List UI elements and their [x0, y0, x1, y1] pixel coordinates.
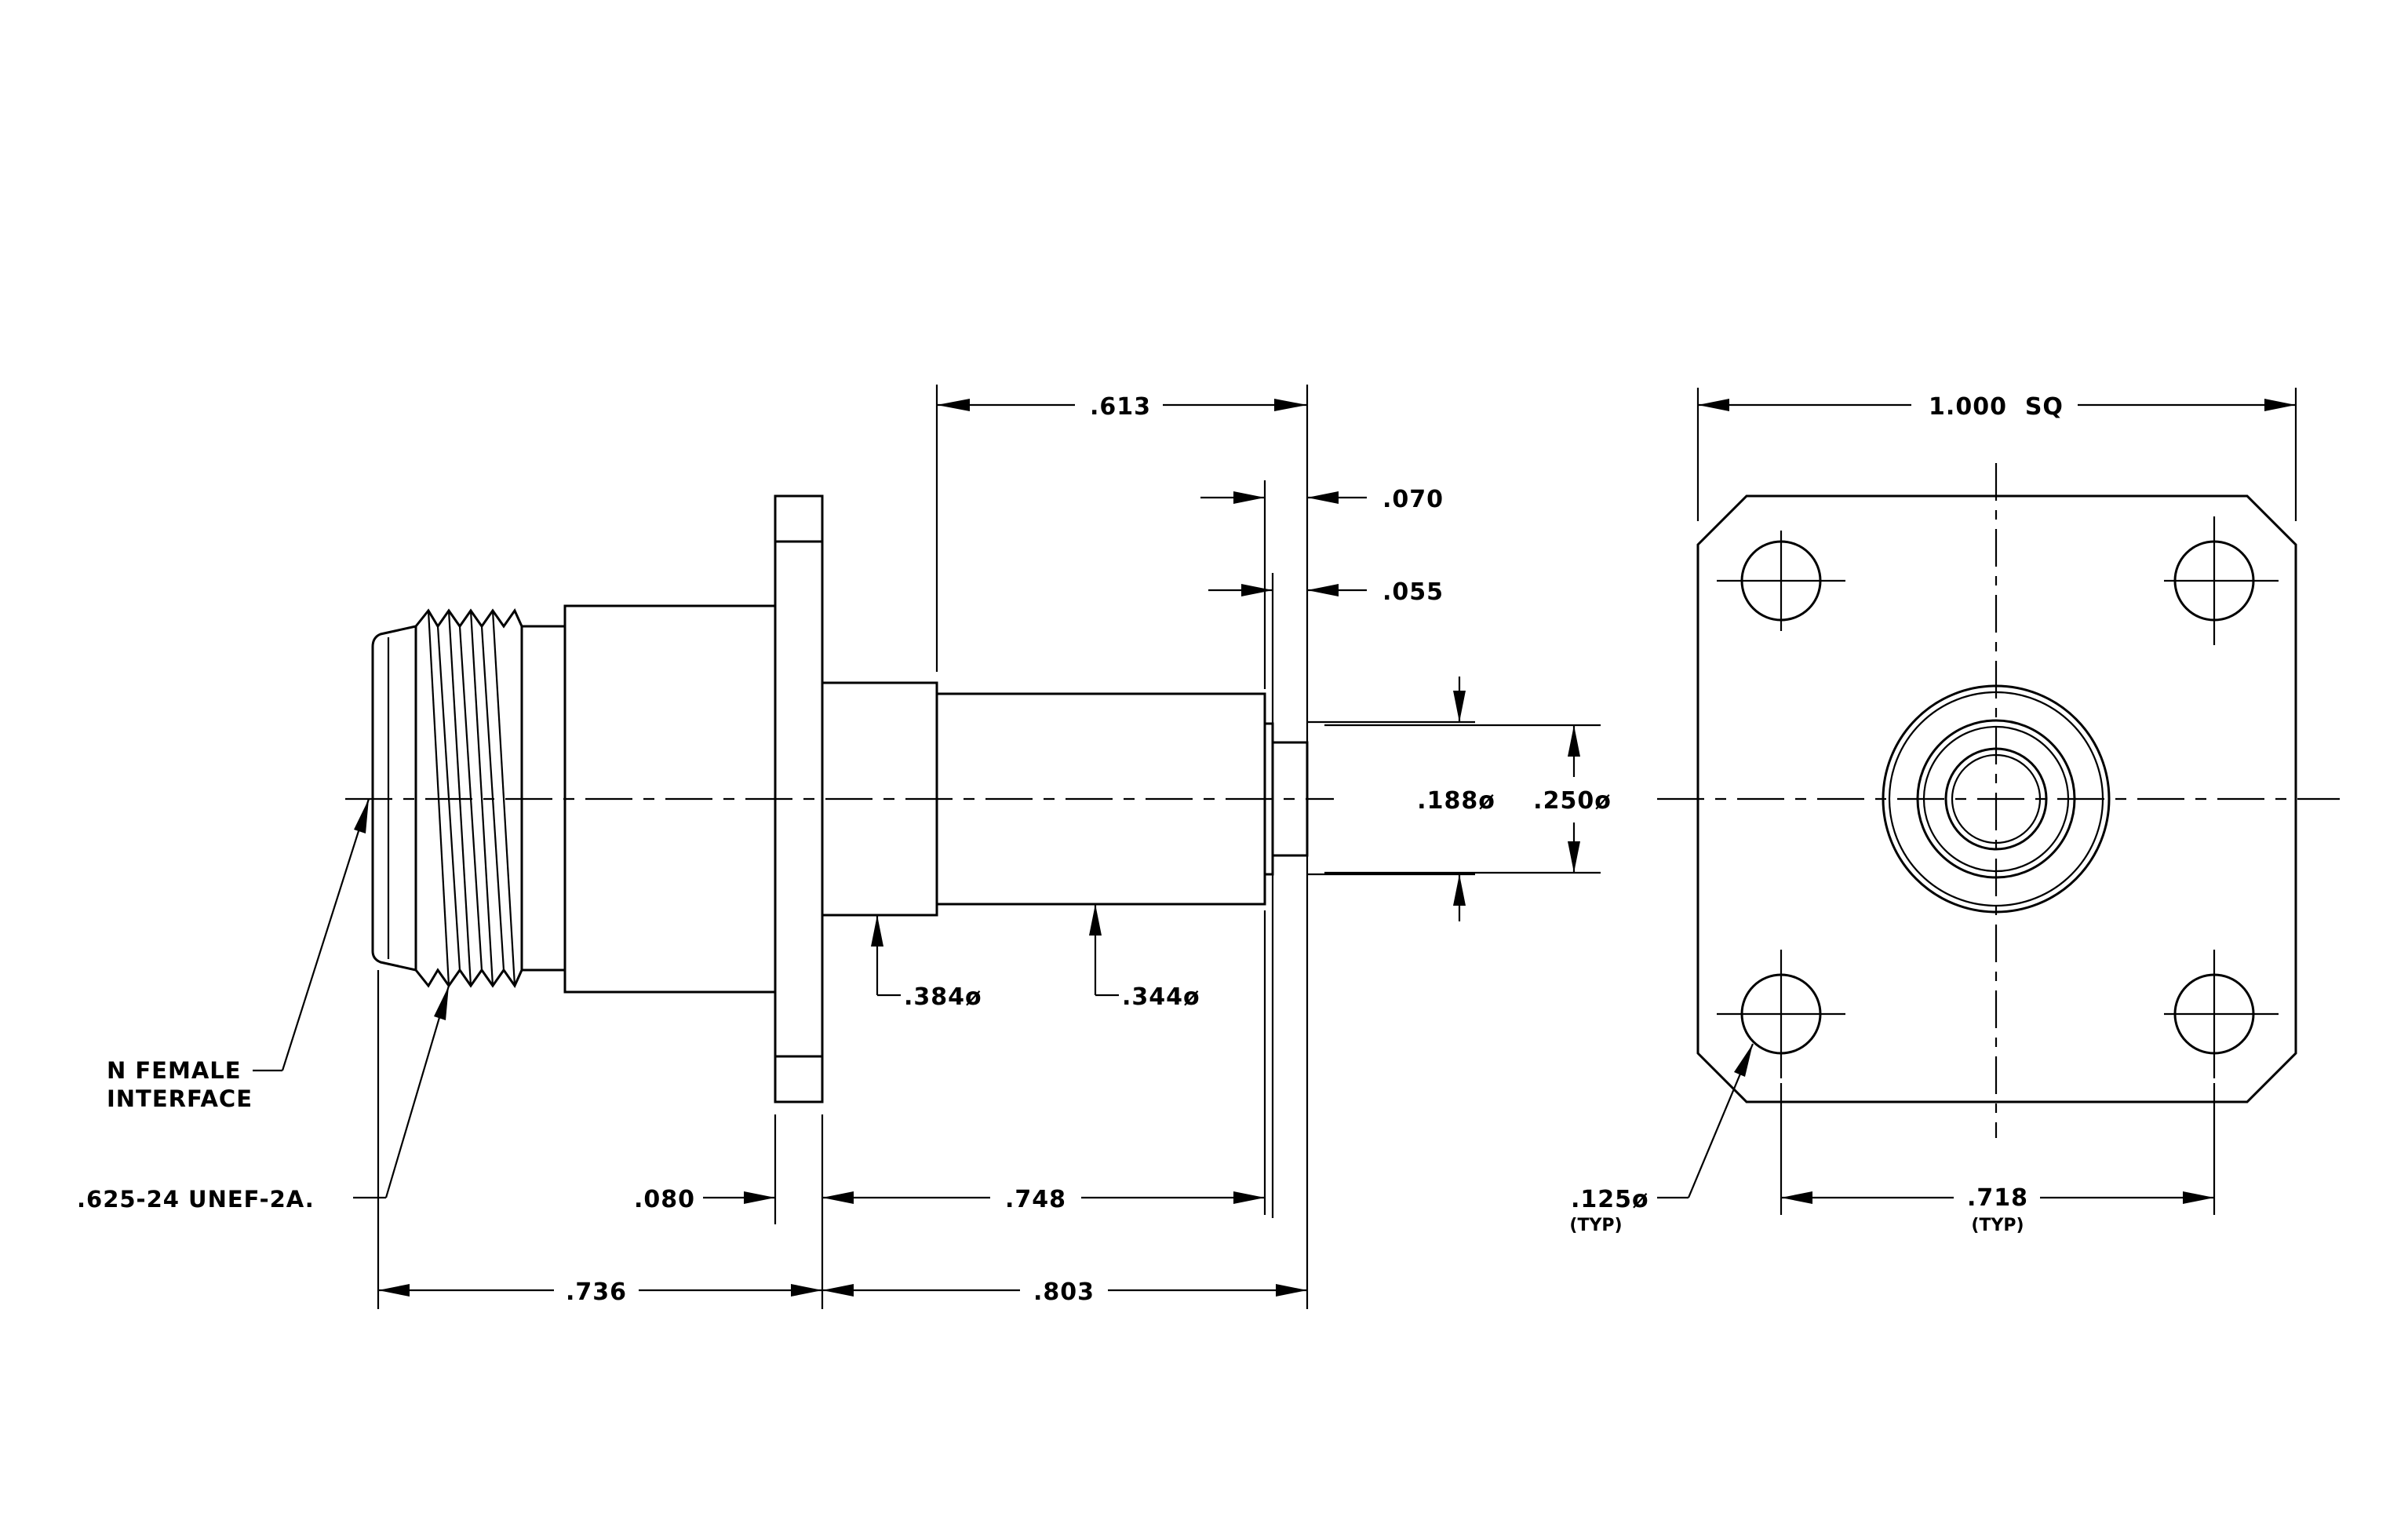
dim-080: .080 — [634, 1186, 695, 1213]
dielectric-ring — [1916, 719, 2076, 879]
note-interface-line2: INTERFACE — [107, 1085, 253, 1112]
contact-ring — [1944, 747, 2048, 851]
mounting-hole-tl — [1717, 531, 1845, 631]
dim-384: .384ø — [904, 983, 982, 1011]
dim-188: .188ø — [1417, 787, 1495, 815]
dim-613: .613 — [1090, 393, 1151, 421]
typ-718: (TYP) — [1971, 1216, 2024, 1235]
mounting-hole-tr — [2164, 516, 2279, 645]
note-interface-line1: N FEMALE — [107, 1057, 242, 1084]
dim-250: .250ø — [1533, 787, 1612, 815]
mounting-hole-br — [2164, 950, 2279, 1078]
dim-125: .125ø — [1571, 1186, 1649, 1213]
thread-helix-lines — [427, 610, 516, 987]
dim-1000-sq: 1.000 SQ — [1929, 393, 2064, 421]
dim-736: .736 — [566, 1278, 627, 1306]
dim-070: .070 — [1383, 486, 1444, 513]
front-view: 1.000 SQ .125ø (TYP) .718 (TYP) — [1569, 388, 2340, 1235]
note-thread: .625-24 UNEF-2A. — [77, 1186, 315, 1213]
dim-718: .718 — [1967, 1184, 2028, 1212]
nose-tip — [371, 625, 417, 972]
mounting-hole-bl — [1717, 950, 1845, 1078]
outer-ring — [1882, 684, 2111, 914]
dim-748: .748 — [1005, 1186, 1066, 1213]
square-flange — [1696, 494, 2297, 1103]
dim-055: .055 — [1383, 578, 1444, 606]
dim-803: .803 — [1033, 1278, 1095, 1306]
side-view: .613 .070 .055 .188ø .250ø .384ø — [77, 385, 1612, 1309]
typ-125: (TYP) — [1569, 1216, 1622, 1235]
dim-344: .344ø — [1122, 983, 1200, 1011]
